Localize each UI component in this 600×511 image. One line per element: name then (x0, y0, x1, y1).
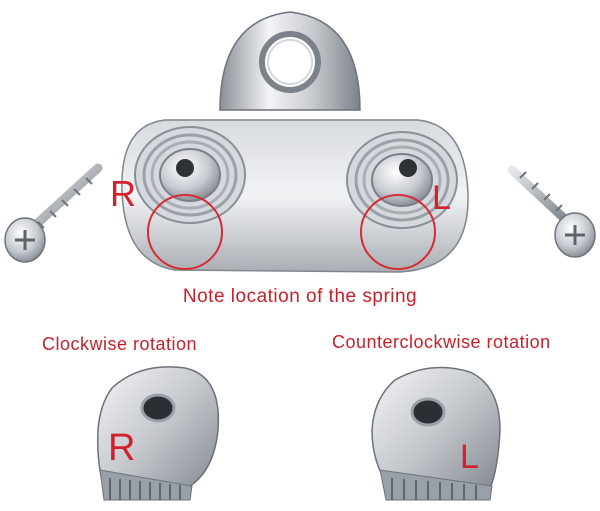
left-label-top: L (432, 179, 451, 217)
cam-right-rotation (96, 366, 220, 501)
clockwise-caption: Clockwise rotation (42, 334, 198, 354)
cam-left-rotation (371, 366, 501, 501)
counterclockwise-caption: Counterclockwise rotation (332, 332, 551, 352)
right-label-bottom: R (108, 427, 136, 469)
right-label-top: R (110, 173, 136, 214)
screw-left-icon (4, 163, 103, 263)
left-label-bottom: L (460, 438, 479, 476)
spring-note-caption: Note location of the spring (182, 286, 418, 307)
spring-right-icon (134, 126, 246, 224)
spring-marker-left (360, 194, 436, 270)
screw-right-icon (507, 165, 596, 258)
spring-marker-right (147, 194, 223, 270)
